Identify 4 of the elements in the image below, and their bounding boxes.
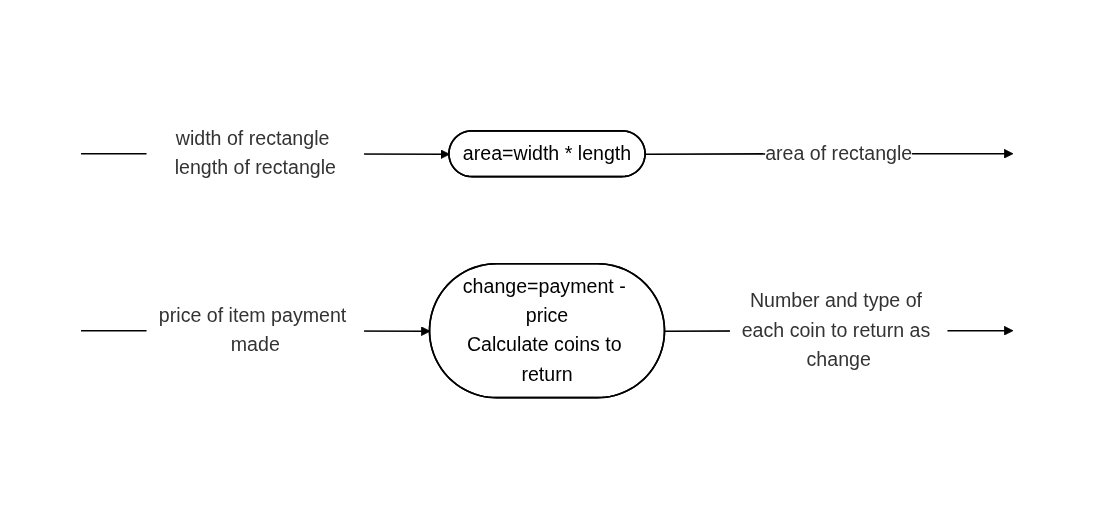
- edge-label: area of rectangle: [765, 142, 913, 165]
- edge-label: Number and type of each coin to return as change: [741, 289, 931, 371]
- edge-label: width of rectangle length of rectangle: [174, 127, 336, 179]
- edge-label: price of item payment made: [158, 304, 347, 356]
